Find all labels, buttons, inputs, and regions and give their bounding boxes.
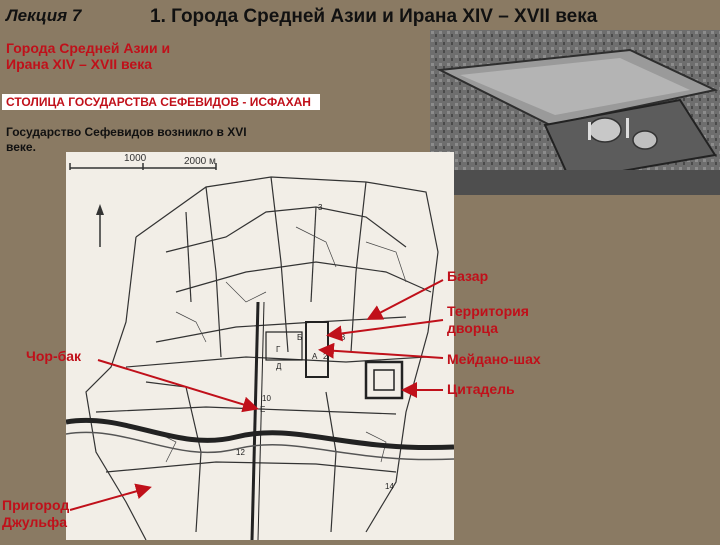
map-marker: Г [276, 345, 281, 354]
label-chorbak: Чор-бак [26, 348, 82, 364]
scale-label-1000: 1000 [124, 153, 147, 164]
map-marker: А [312, 352, 318, 361]
map-marker: В [340, 333, 346, 342]
label-julfa: Пригород Джульфа [2, 497, 70, 530]
capital-banner: СТОЛИЦА ГОСУДАРСТВА СЕФЕВИДОВ - ИСФАХАН [2, 94, 320, 110]
isfahan-aerial-photo [430, 30, 720, 195]
lecture-number: Лекция 7 [6, 6, 82, 25]
map-marker: 14 [385, 482, 394, 491]
label-citadel: Цитадель [447, 381, 515, 397]
slide-subtitle: Города Средней Азии и Ирана XIV – XVII в… [6, 40, 171, 72]
slide-title: 1. Города Средней Азии и Ирана XIV – XVI… [150, 6, 598, 27]
label-palace: Территория дворца [447, 303, 529, 336]
map-marker: Б [297, 333, 303, 342]
isfahan-map [65, 152, 455, 541]
map-marker: Е [260, 405, 266, 414]
map-marker: 2 [323, 352, 328, 361]
map-marker: Д [276, 362, 282, 371]
map-marker: 3 [318, 203, 323, 212]
map-marker: 10 [262, 394, 271, 403]
map-marker: 12 [236, 448, 245, 457]
scale-label-2000: 2000 м [184, 156, 216, 167]
label-maidan: Мейдано-шах [447, 351, 541, 367]
founded-text: Государство Сефевидов возникло в XVI век… [6, 125, 247, 154]
label-bazaar: Базар [447, 268, 489, 284]
